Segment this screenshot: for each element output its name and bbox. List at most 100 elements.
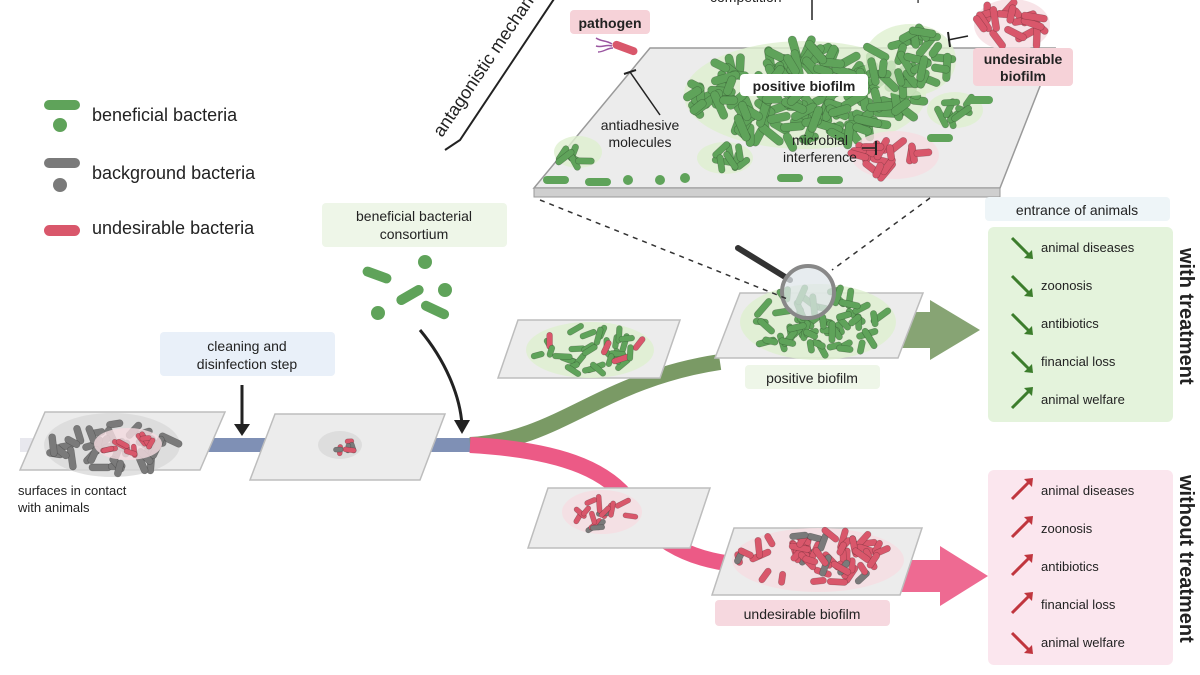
bacterium-rod (817, 176, 843, 184)
bacterium-rod (757, 317, 776, 335)
bacterium-rod (762, 336, 779, 346)
bacterium-rod (761, 94, 783, 104)
bacterium-rod (1021, 11, 1048, 23)
bacterium-rod (804, 39, 828, 65)
legend-undesirable: undesirable bacteria (92, 218, 255, 238)
bacterium-rod (951, 105, 973, 123)
bacterium-rod (48, 433, 58, 457)
bacterium-rod (564, 363, 582, 378)
with-treatment-list: animal diseaseszoonosisantibioticsfinanc… (1010, 236, 1135, 410)
bacterium-rod (1006, 4, 1017, 24)
with-treatment-label: with treatment (1175, 247, 1197, 385)
bacterium-rod (894, 68, 906, 87)
legend: beneficial bacteria background bacteria … (44, 100, 256, 238)
antiadhesive-line (629, 71, 661, 116)
bacterium-rod (866, 552, 881, 569)
outcome-item: animal diseases (1041, 483, 1135, 498)
mound-red-mature (732, 526, 904, 592)
bacterium-rod (826, 578, 848, 586)
mound-zoom-undesirable (972, 0, 1050, 51)
bacterium-rod (782, 132, 798, 152)
surfaces-label-2: with animals (17, 500, 90, 515)
bacterium-rod (835, 310, 853, 321)
competition-label-b: competition (890, 0, 962, 3)
bacterium-rod (566, 322, 585, 336)
bacterium-rod (802, 555, 819, 566)
outcome-item: financial loss (1041, 354, 1116, 369)
bacterium-rod (719, 95, 739, 105)
antiadhesive-label-2: molecules (608, 134, 671, 150)
mound-surfaces-core (94, 428, 162, 460)
bacterium-rod (139, 435, 152, 442)
bacterium-rod (764, 532, 776, 548)
bacterium-rod (158, 432, 183, 448)
bacterium-rod (753, 297, 773, 318)
outcome-item: animal welfare (1041, 392, 1125, 407)
pathogen-icon (595, 37, 638, 56)
microbial-label-1: microbial (792, 132, 848, 148)
outcome-item: animal welfare (1041, 635, 1125, 650)
bacterium-rod (737, 547, 754, 559)
bacterium-rod (836, 344, 854, 353)
consortium-bacteria (362, 255, 452, 320)
bacterium-rod (593, 326, 604, 346)
mound-zoom-right (862, 23, 957, 100)
bacterium-rod (123, 448, 138, 457)
bacterium-rod (710, 58, 731, 73)
consortium-arrow (418, 329, 464, 426)
background-coccus-icon (53, 178, 67, 192)
bacterium-rod (867, 57, 880, 86)
pathogen-box (570, 10, 650, 34)
bacterium-rod (927, 134, 953, 142)
bacterium-rod (852, 122, 873, 136)
positive-biofilm-top-box (740, 74, 868, 96)
bacterium-rod (766, 111, 791, 124)
without-treatment-panel (988, 470, 1173, 665)
bacterium-rod (582, 343, 598, 357)
bacterium-rod (716, 154, 726, 174)
bacterium-rod (575, 157, 595, 165)
mound-green-early (526, 322, 654, 378)
bacterium-rod (101, 445, 115, 454)
bacterium-rod (588, 510, 598, 525)
bacterium-rod (989, 6, 1001, 32)
arrow-down-icon (1010, 631, 1033, 654)
bacterium-rod (723, 151, 739, 171)
bacterium-rod (589, 361, 607, 377)
bacterium-rod (543, 176, 569, 184)
outcome-item: animal diseases (1041, 240, 1135, 255)
bacterium-rod (857, 561, 869, 576)
arrow-down-icon (1010, 274, 1033, 297)
mound-cleaned (318, 431, 362, 459)
bacterium-rod (689, 99, 707, 115)
bacterium-rod (856, 339, 866, 355)
bacterium-rod (908, 26, 937, 38)
bacterium-rod (821, 526, 840, 543)
zoom-line-left (539, 199, 791, 301)
bacterium-rod (595, 493, 603, 514)
bacterium-rod (803, 328, 819, 340)
positive-biofilm-top-label: positive biofilm (753, 78, 856, 94)
arrow-up-icon (1010, 516, 1033, 539)
bacterium-rod (810, 576, 827, 586)
bacterium-rod (589, 524, 606, 531)
undesirable-top-label-1: undesirable (984, 51, 1063, 67)
bacterium-rod (928, 41, 943, 58)
bacterium-rod (579, 328, 597, 340)
arrow-up-icon (1010, 478, 1033, 501)
mound-zoom-interference (847, 131, 939, 182)
legend-beneficial: beneficial bacteria (92, 105, 238, 125)
outcome-item: zoonosis (1041, 278, 1093, 293)
bacterium-rod (618, 334, 635, 343)
arrow-down-icon (1010, 312, 1033, 335)
magnifier-icon (735, 245, 836, 320)
bacterium-rod (754, 537, 764, 559)
bacterium-rod (930, 63, 951, 74)
bacterium-rod (598, 505, 612, 518)
bacterium-rod (828, 320, 836, 344)
bacterium-rod (530, 350, 545, 360)
bacterium-rod (967, 96, 993, 104)
bacterium-rod (712, 141, 731, 159)
antagonistic-bracket (444, 0, 555, 151)
